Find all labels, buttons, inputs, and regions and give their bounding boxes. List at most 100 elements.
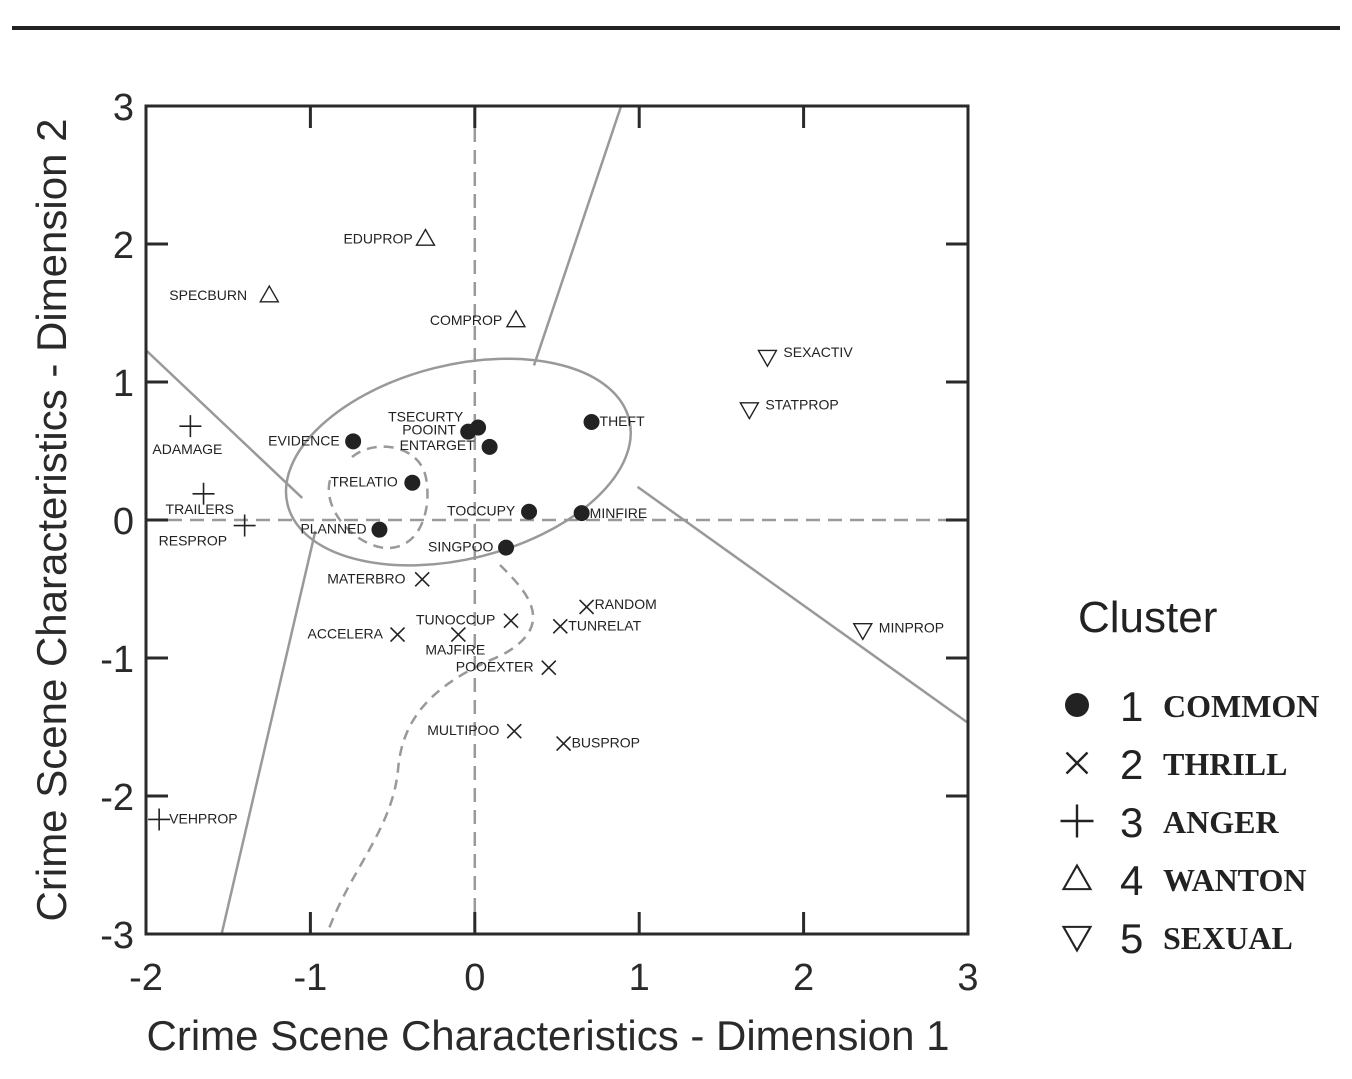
y-axis-title: Crime Scene Characteristics - Dimension … (28, 119, 75, 922)
point-label: ENTARGET (400, 437, 476, 453)
point-vehprop: VEHPROP (148, 808, 238, 831)
point-trelatio: TRELATIO (330, 474, 421, 491)
boundary-line-lower-left (220, 530, 317, 935)
point-tunrelat: TUNRELAT (552, 617, 642, 634)
point-sexactiv: SEXACTIV (757, 344, 853, 368)
legend-number: 1 (1120, 683, 1143, 730)
point-theft: THEFT (583, 413, 646, 431)
marker-x (450, 626, 466, 643)
point-label: BUSPROP (572, 735, 640, 751)
point-planned: PLANNED (300, 521, 388, 538)
marker-triangle-up (1061, 863, 1093, 891)
legend-entry-wanton: 4 WANTON (1061, 857, 1306, 904)
point-entarget: ENTARGET (400, 437, 498, 455)
marker-triangle-up (259, 284, 280, 303)
marker-filled-circle (460, 423, 477, 440)
point-label: MINFIRE (590, 505, 648, 521)
y-tick-label: 0 (113, 501, 134, 543)
marker-x (556, 735, 572, 752)
marker-triangle-down (1061, 925, 1093, 953)
legend-entry-sexual: 5 SEXUAL (1061, 915, 1293, 962)
point-label: ACCELERA (308, 626, 384, 642)
point-pooexter: POOEXTER (456, 659, 557, 676)
point-label: SPECBURN (169, 287, 247, 303)
point-pooint: POOINT (402, 422, 477, 440)
marker-filled-circle (498, 539, 515, 556)
point-label: TRELATIO (330, 474, 398, 490)
point-label: STATPROP (765, 397, 838, 413)
legend-name: COMMON (1163, 688, 1319, 724)
inner-dashed-loop (327, 445, 429, 550)
point-trailers: TRAILERS (166, 482, 234, 517)
legend-name: THRILL (1163, 746, 1287, 782)
point-label: SINGPOO (428, 539, 493, 555)
marker-filled-circle (1065, 693, 1089, 717)
point-majfire: MAJFIRE (425, 626, 485, 658)
point-label: EDUPROP (343, 230, 412, 246)
x-tick-label: -2 (129, 957, 163, 999)
legend-number: 4 (1120, 857, 1143, 904)
point-eduprop: EDUPROP (343, 228, 436, 246)
point-random: RANDOM (579, 596, 657, 615)
point-minfire: MINFIRE (573, 505, 648, 522)
point-label: MULTIPOO (427, 722, 499, 738)
point-label: POOEXTER (456, 659, 534, 675)
point-label: MATERBRO (327, 570, 405, 586)
point-label: THEFT (600, 413, 646, 429)
point-busprop: BUSPROP (556, 735, 640, 752)
legend-number: 3 (1120, 799, 1143, 846)
point-comprop: COMPROP (430, 309, 527, 328)
marker-filled-circle (404, 474, 421, 491)
boundary-line-top (532, 105, 623, 366)
point-singpoo: SINGPOO (428, 539, 515, 556)
legend-number: 2 (1120, 741, 1143, 788)
point-label: VEHPROP (169, 810, 237, 826)
marker-triangle-up (505, 309, 527, 328)
point-evidence: EVIDENCE (268, 432, 362, 450)
point-label: MAJFIRE (425, 642, 485, 658)
point-label: RESPROP (159, 533, 227, 549)
marker-plus (179, 415, 202, 438)
point-multipoo: MULTIPOO (427, 722, 522, 739)
legend-name: WANTON (1163, 862, 1306, 898)
marker-x (503, 613, 519, 629)
legend-entry-thrill: 2 THRILL (1065, 741, 1287, 788)
x-tick-label: 0 (464, 957, 485, 999)
legend-number: 5 (1120, 915, 1143, 962)
marker-filled-circle (583, 414, 600, 431)
marker-plus (192, 482, 215, 505)
point-label: RANDOM (595, 596, 657, 612)
y-tick-label: -1 (100, 639, 134, 681)
point-tunoccup: TUNOCCUP (416, 612, 519, 629)
point-specburn: SPECBURN (169, 284, 280, 303)
point-label: PLANNED (300, 521, 366, 537)
point-label: SEXACTIV (783, 344, 853, 360)
legend-name: SEXUAL (1163, 920, 1293, 956)
boundary-line-upper-left (145, 349, 304, 499)
marker-x (579, 599, 595, 615)
x-tick-label: -1 (294, 957, 328, 999)
marker-x (389, 626, 406, 643)
point-label: EVIDENCE (268, 432, 340, 448)
point-toccupy: TOCCUPY (447, 503, 538, 520)
marker-filled-circle (481, 438, 498, 455)
boundary-line-right (636, 485, 969, 724)
y-tick-label: 3 (113, 87, 134, 129)
cluster-boundaries (145, 105, 969, 935)
point-label: TUNRELAT (568, 617, 641, 633)
marker-triangle-down (852, 622, 873, 641)
point-label: TSECURTY (388, 409, 464, 425)
point-minprop: MINPROP (852, 619, 944, 641)
legend-title: Cluster (1078, 593, 1217, 642)
marker-x (414, 571, 430, 587)
marker-plus (1060, 804, 1094, 838)
marker-filled-circle (573, 505, 590, 522)
marker-x (1065, 751, 1089, 775)
y-tick-label: -2 (100, 777, 134, 819)
marker-x (506, 723, 522, 739)
